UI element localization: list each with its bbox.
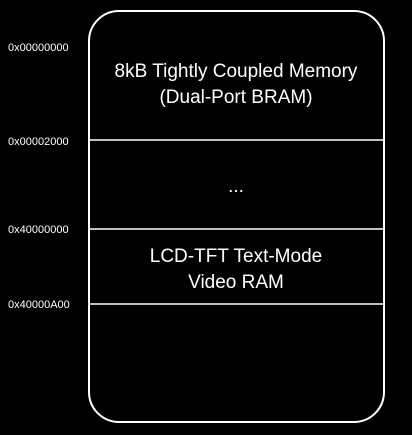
region-label-vram-line1: LCD-TFT Text-Mode [150,246,322,267]
address-label: 0x40000A00 [8,299,70,311]
region-label-gap: ... [228,176,244,197]
memory-container [88,10,385,423]
region-label-vram-line2: Video RAM [188,272,284,293]
region-label-tcm-line2: (Dual-Port BRAM) [159,87,312,108]
region-label-tcm-line1: 8kB Tightly Coupled Memory [115,61,358,82]
address-label: 0x00002000 [8,136,69,148]
address-label: 0x40000000 [8,224,69,236]
address-label: 0x00000000 [8,42,69,54]
